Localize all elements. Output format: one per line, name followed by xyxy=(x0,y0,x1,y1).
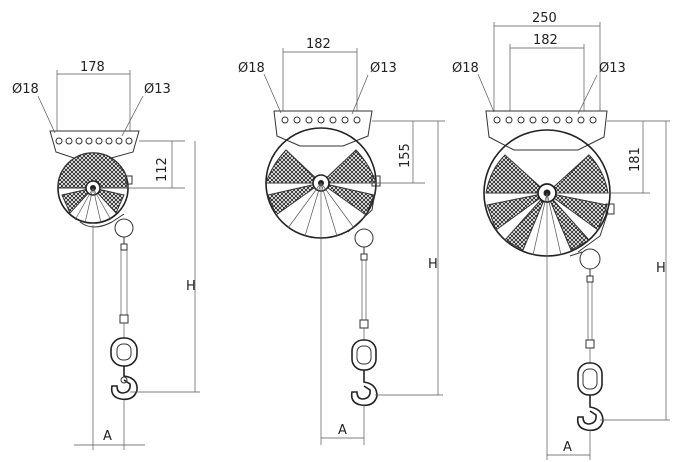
drum-mesh-side xyxy=(61,187,125,214)
hook xyxy=(576,395,604,432)
dim-hole-span: 182 xyxy=(533,33,558,48)
dim-diameter-small: Ø13 xyxy=(144,82,171,97)
dim-H: H xyxy=(656,261,666,276)
dim-hole-span: 182 xyxy=(306,37,331,52)
dim-height-to-axis: 181 xyxy=(628,147,643,172)
dimensions-unit-large: 250 182 Ø18 Ø13 181 H A xyxy=(452,11,670,460)
mounting-holes xyxy=(55,137,133,145)
cable-stop-ball xyxy=(579,248,601,270)
dim-H: H xyxy=(428,257,438,272)
dimensions-unit-medium: 182 Ø18 Ø13 155 H A xyxy=(238,37,445,445)
dim-diameter-large: Ø18 xyxy=(238,61,265,76)
mounting-holes xyxy=(281,116,361,124)
hook xyxy=(350,370,378,407)
balancer-unit-large xyxy=(483,110,615,432)
cable-stop-ball xyxy=(354,228,374,248)
dimensions-unit-small: 178 Ø18 Ø13 112 H A xyxy=(12,60,200,450)
swivel xyxy=(110,337,138,367)
drum-mesh xyxy=(486,192,608,231)
mounting-plate xyxy=(273,110,373,147)
swivel xyxy=(351,339,377,371)
drum-mesh xyxy=(267,182,375,216)
dim-diameter-small: Ø13 xyxy=(370,61,397,76)
dim-A: A xyxy=(338,423,347,438)
dim-A: A xyxy=(103,429,112,444)
dim-hole-span: 178 xyxy=(80,60,105,75)
dim-diameter-large: Ø18 xyxy=(12,82,39,97)
cable-stop-ball xyxy=(114,218,134,238)
cable-clamp xyxy=(585,339,595,349)
dim-diameter-small: Ø13 xyxy=(599,61,626,76)
dim-H: H xyxy=(186,279,196,294)
mounting-plate xyxy=(485,110,608,151)
swivel xyxy=(577,362,603,396)
cable-clamp xyxy=(119,314,129,324)
hook xyxy=(110,366,138,401)
dim-diameter-large: Ø18 xyxy=(452,61,479,76)
balancer-unit-small xyxy=(49,130,140,401)
mounting-holes xyxy=(493,116,597,124)
balancer-unit-medium xyxy=(265,110,381,407)
dim-height-to-axis: 112 xyxy=(155,157,170,182)
cable-clamp xyxy=(359,319,369,329)
dim-outer-span: 250 xyxy=(532,11,557,26)
dim-A: A xyxy=(563,440,572,455)
dim-height-to-axis: 155 xyxy=(398,143,413,168)
